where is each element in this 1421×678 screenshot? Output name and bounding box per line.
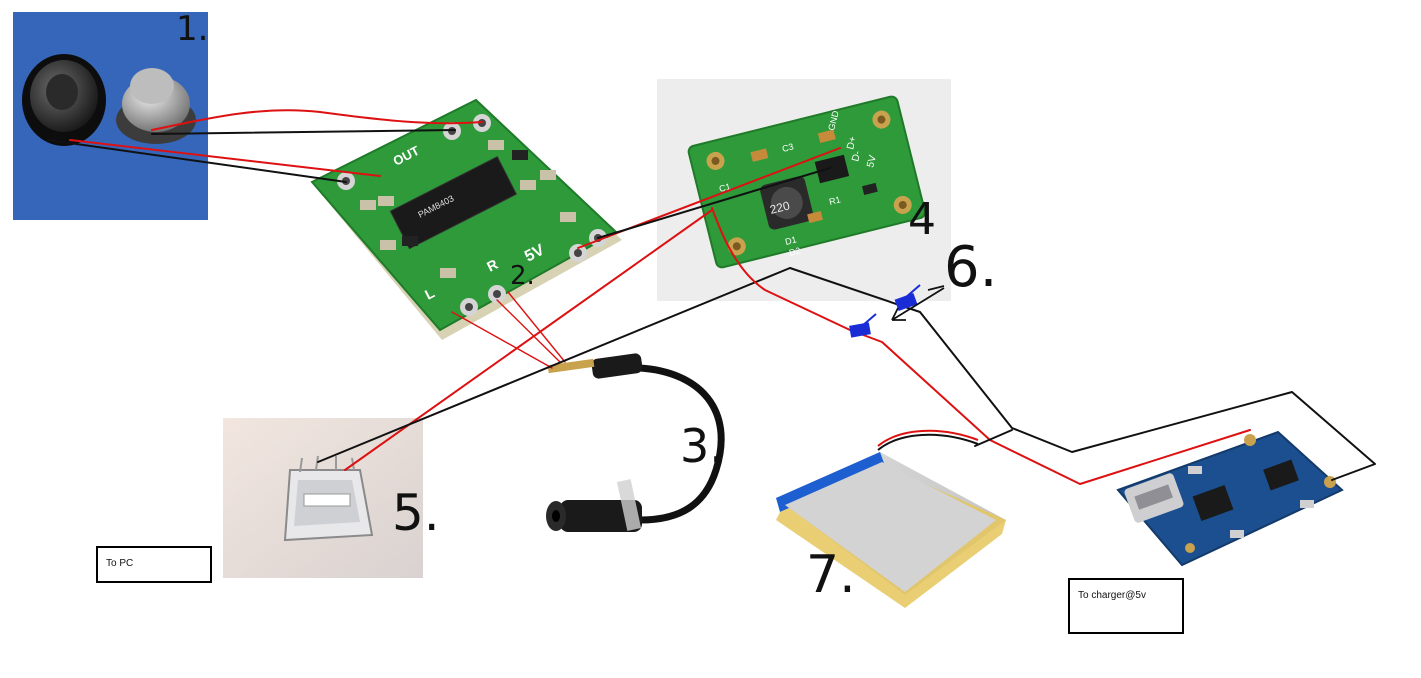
wire-speaker-black-b (47, 139, 347, 183)
audio-cable (546, 353, 725, 532)
dplus-label: D+ (845, 135, 859, 150)
label-7: 7. (806, 545, 856, 605)
inductor-label: 220 (768, 198, 791, 217)
battery-photo (756, 429, 1034, 628)
to-pc-note: To PC (96, 546, 212, 583)
label-4: 4 (908, 194, 936, 245)
wire-speaker-black-a (151, 129, 456, 135)
wire-audio-r (507, 291, 566, 363)
wire-audio-r2 (496, 299, 561, 363)
amplifier-board: PAM8403 OUT 5V R L (310, 98, 622, 340)
wire-boost-in-red (711, 207, 1251, 485)
wire-boost-in-black (789, 267, 1376, 481)
wire-speaker-red-a (151, 109, 483, 131)
wires (47, 109, 1376, 485)
boost-converter-photo: 220 C1 C3 R1 D1 D2 GND D+ D- 5V (657, 79, 951, 301)
label-2: 2. (510, 261, 535, 291)
to-charger-note: To charger@5v (1068, 578, 1184, 634)
wire-audio-l (451, 311, 553, 369)
number-labels: 1. 2. 3. 4 5. 6. 7. (176, 9, 997, 605)
wire-usb-black (317, 267, 791, 463)
label-3: 3. (680, 419, 724, 473)
wire-amp-gnd-black (597, 167, 831, 239)
wire-speaker-red-b (69, 139, 381, 177)
d2-label: D2 (788, 245, 802, 257)
dminus-label: D- (850, 150, 863, 163)
d1-label: D1 (784, 234, 798, 246)
switch-markers (849, 284, 945, 338)
r1-label: R1 (828, 194, 842, 206)
wire-battery-black (974, 429, 1013, 447)
c3-label: C3 (781, 141, 795, 153)
label-5: 5. (392, 484, 440, 542)
boost-5v-label: 5V (865, 154, 879, 169)
charger-board (1116, 430, 1344, 567)
gnd-label: GND (826, 109, 841, 131)
label-1: 1. (176, 9, 208, 49)
label-6: 6. (944, 235, 997, 300)
speaker-photo (13, 12, 208, 220)
